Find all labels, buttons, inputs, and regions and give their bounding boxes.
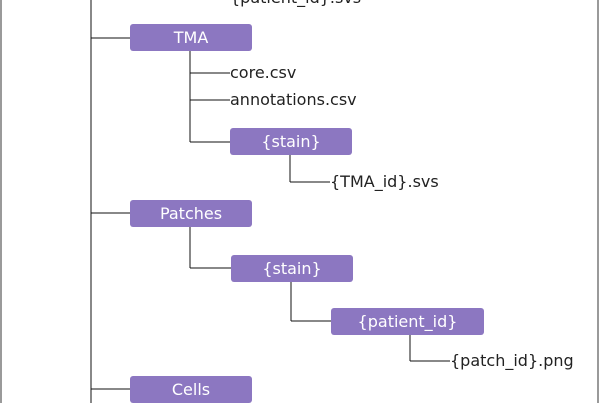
frame-left-border <box>0 0 2 403</box>
leaf-patch-png: {patch_id}.png <box>450 351 574 370</box>
leaf-core-csv: core.csv <box>230 63 297 82</box>
leaf-tma-svs: {TMA_id}.svs <box>330 172 439 191</box>
node-cells: Cells <box>130 376 252 403</box>
leaf-patient-svs: {patient_id}.svs <box>230 0 361 8</box>
node-tma: TMA <box>130 24 252 51</box>
node-patient-id: {patient_id} <box>331 308 484 335</box>
node-patches-stain: {stain} <box>231 255 353 282</box>
frame-right-border <box>597 0 599 403</box>
leaf-annotations-csv: annotations.csv <box>230 90 357 109</box>
node-tma-stain: {stain} <box>230 128 352 155</box>
node-patches: Patches <box>130 200 252 227</box>
